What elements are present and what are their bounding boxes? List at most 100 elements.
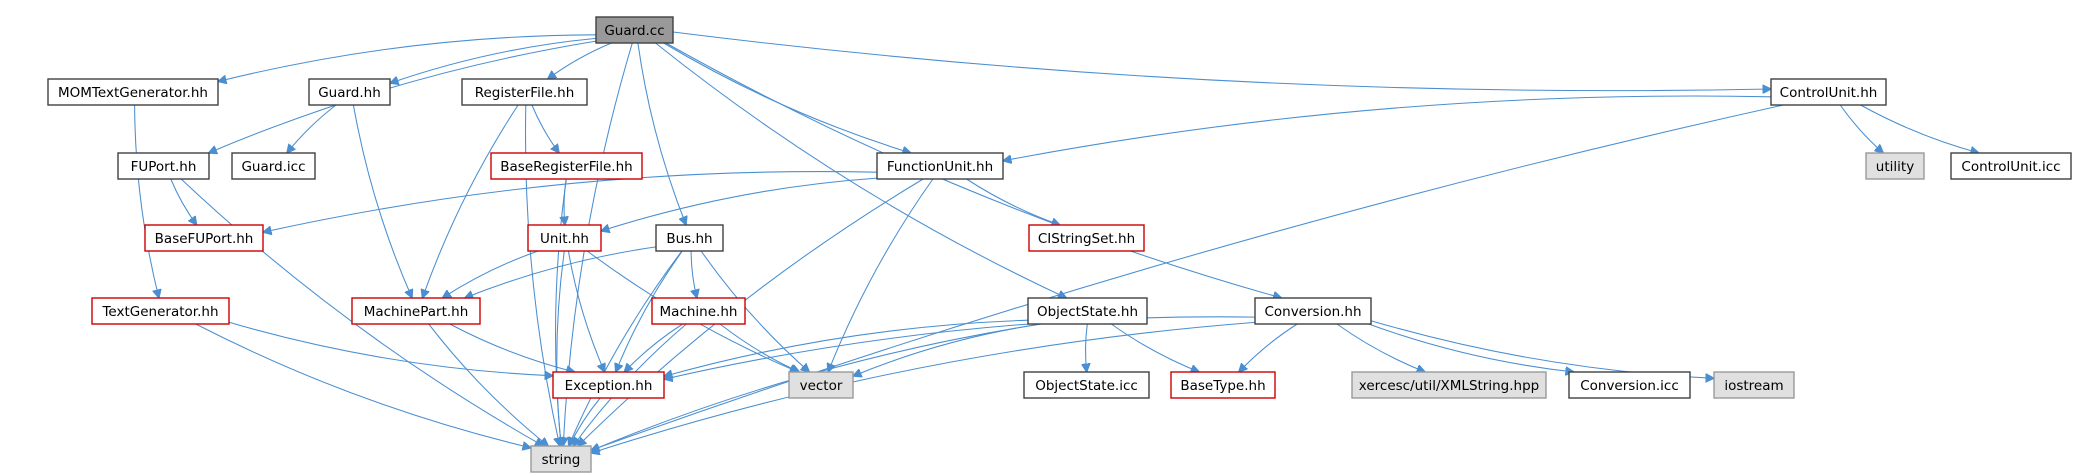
node-label: RegisterFile.hh [475, 85, 575, 101]
node-utility[interactable]: utility [1865, 152, 1925, 180]
node-unit-hh[interactable]: Unit.hh [527, 224, 602, 252]
edge-conversion_hh-to-basetype_hh [1239, 323, 1298, 372]
edge-line [591, 321, 1256, 453]
node-objectstate-icc[interactable]: ObjectState.icc [1023, 371, 1150, 399]
edge-line [1370, 320, 1714, 379]
edge-line [442, 250, 539, 298]
edge-line [531, 104, 559, 153]
node-label: string [542, 452, 581, 468]
node-guard-hh[interactable]: Guard.hh [308, 78, 391, 106]
node-cistringset-hh[interactable]: CIStringSet.hh [1028, 224, 1145, 252]
node-basefuport-hh[interactable]: BaseFUPort.hh [144, 224, 264, 252]
node-guard-cc[interactable]: Guard.cc [595, 16, 674, 44]
node-label: Conversion.icc [1580, 378, 1679, 394]
node-label: Exception.hh [565, 378, 653, 394]
edge-guard_cc-to-registerfile_hh [548, 42, 612, 79]
edge-functionunit_hh-to-cistringset_hh [966, 178, 1061, 225]
edge-line [601, 177, 878, 231]
node-textgenerator-hh[interactable]: TextGenerator.hh [91, 297, 230, 325]
edge-guard_cc-to-conversion_hh [665, 42, 1282, 298]
node-box [595, 16, 674, 44]
node-label: iostream [1724, 378, 1783, 394]
edge-machinepart_hh-to-string [428, 323, 549, 446]
edge-line [428, 323, 549, 446]
edge-line [664, 316, 1256, 379]
node-conversion-hh[interactable]: Conversion.hh [1254, 297, 1372, 325]
node-machinepart-hh[interactable]: MachinePart.hh [351, 297, 481, 325]
node-controlunit-hh[interactable]: ControlUnit.hh [1770, 78, 1887, 106]
edge-functionunit_hh-to-basefuport_hh [263, 171, 878, 233]
node-machine-hh[interactable]: Machine.hh [651, 297, 746, 325]
node-label: ControlUnit.icc [1961, 159, 2060, 175]
edge-conversion_hh-to-conversion_icc [1368, 323, 1574, 372]
node-baseregisterfile-hh[interactable]: BaseRegisterFile.hh [490, 152, 643, 180]
edge-functionunit_hh-to-vector [828, 178, 934, 372]
edge-fuport_hh-to-basefuport_hh [170, 178, 197, 225]
edge-bus_hh-to-vector [700, 250, 809, 372]
node-objectstate-hh[interactable]: ObjectState.hh [1027, 297, 1148, 325]
node-box [1865, 152, 1925, 180]
edge-bus_hh-to-machinepart_hh [465, 246, 657, 298]
node-label: FUPort.hh [131, 159, 197, 175]
edge-line [616, 250, 683, 372]
node-box [1770, 78, 1887, 106]
edge-guard_cc-to-momtextgenerator_hh [218, 34, 597, 82]
edge-bus_hh-to-machine_hh [691, 250, 697, 298]
node-controlunit-icc[interactable]: ControlUnit.icc [1950, 152, 2072, 180]
edge-unit_hh-to-machinepart_hh [442, 250, 539, 298]
node-registerfile-hh[interactable]: RegisterFile.hh [461, 78, 588, 106]
edge-objectstate_hh-to-objectstate_icc [1086, 323, 1088, 372]
node-label: Machine.hh [660, 304, 738, 320]
node-string[interactable]: string [530, 445, 592, 473]
node-functionunit-hh[interactable]: FunctionUnit.hh [876, 152, 1004, 180]
node-vector[interactable]: vector [788, 371, 854, 399]
edge-unit_hh-to-string [557, 250, 565, 446]
node-label: TextGenerator.hh [101, 304, 218, 320]
node-box [461, 78, 588, 106]
edge-controlunit_hh-to-functionunit_hh [1003, 95, 1772, 161]
node-basetype-hh[interactable]: BaseType.hh [1170, 371, 1276, 399]
node-box [1950, 152, 2072, 180]
edge-line [287, 104, 337, 153]
node-box [1027, 297, 1148, 325]
node-momtextgenerator-hh[interactable]: MOMTextGenerator.hh [47, 78, 219, 106]
edge-line [637, 42, 686, 225]
node-label: vector [800, 378, 843, 394]
edge-machine_hh-to-vector [719, 323, 800, 372]
node-conversion-icc[interactable]: Conversion.icc [1568, 371, 1691, 399]
edge-line [624, 323, 683, 372]
node-exception-hh[interactable]: Exception.hh [552, 371, 665, 399]
node-iostream[interactable]: iostream [1713, 371, 1795, 399]
node-box [351, 297, 481, 325]
node-label: BaseType.hh [1180, 378, 1265, 394]
node-box [144, 224, 264, 252]
node-label: Guard.hh [318, 85, 381, 101]
node-label: Guard.icc [241, 159, 305, 175]
edge-line [691, 250, 697, 298]
node-label: Conversion.hh [1264, 304, 1361, 320]
edge-functionunit_hh-to-unit_hh [601, 177, 878, 231]
node-box [1351, 371, 1547, 399]
edge-bus_hh-to-exception_hh [616, 250, 683, 372]
edge-line [1003, 95, 1772, 161]
node-box [876, 152, 1004, 180]
node-label: utility [1876, 159, 1914, 175]
node-bus-hh[interactable]: Bus.hh [655, 224, 724, 252]
node-box [552, 371, 665, 399]
edge-line [719, 323, 800, 372]
node-fuport-hh[interactable]: FUPort.hh [117, 152, 210, 180]
edge-line [390, 37, 597, 83]
edge-line [449, 323, 575, 372]
node-guard-icc[interactable]: Guard.icc [231, 152, 316, 180]
edge-line [1110, 323, 1199, 372]
node-label: Bus.hh [666, 231, 712, 247]
node-xmlstring-hpp[interactable]: xercesc/util/XMLString.hpp [1351, 371, 1547, 399]
edge-line [465, 246, 657, 298]
edge-textgenerator_hh-to-exception_hh [228, 321, 553, 376]
edge-registerfile_hh-to-machinepart_hh [422, 104, 519, 298]
node-box [655, 224, 724, 252]
edge-guard_cc-to-fuport_hh [209, 40, 597, 153]
edge-functionunit_hh-to-string [578, 178, 924, 446]
node-label: Guard.cc [604, 23, 664, 39]
